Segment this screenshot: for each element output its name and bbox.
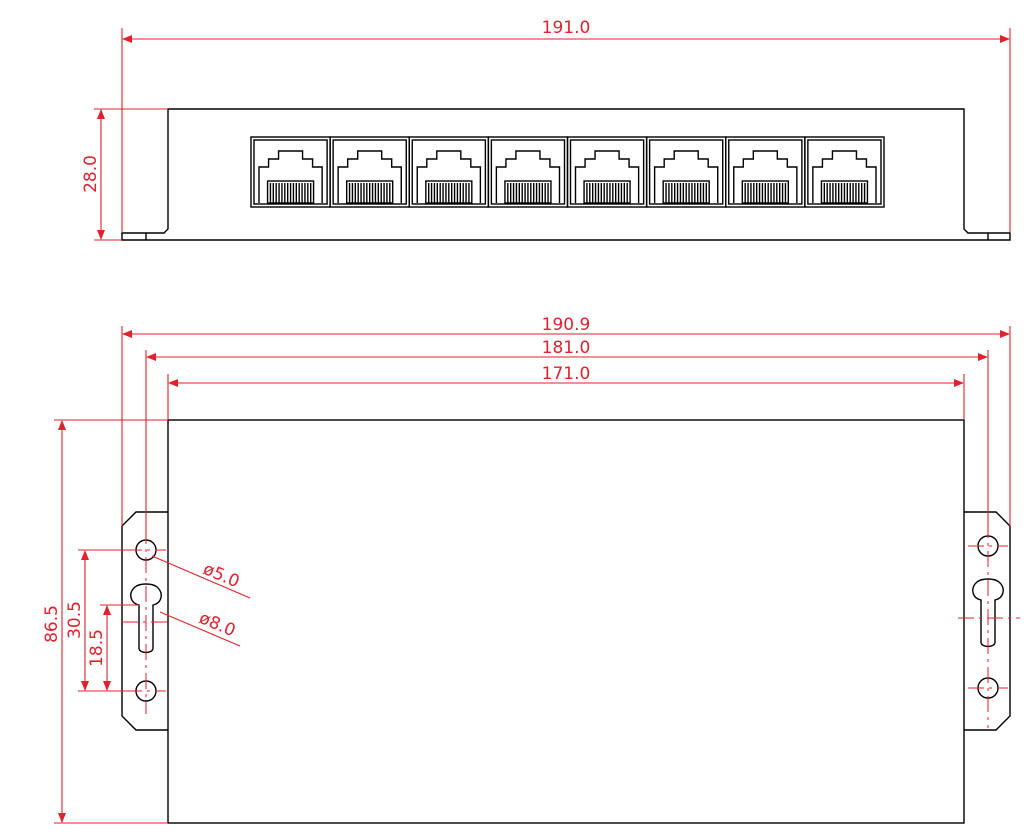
right-keyhole — [972, 578, 1004, 648]
front-height-label: 28.0 — [81, 155, 101, 193]
rj45-port-icon — [329, 136, 410, 208]
rj45-port-icon — [408, 136, 490, 208]
front-view: 191.0 28.0 — [81, 18, 1011, 241]
front-enclosure-outline — [121, 108, 1011, 241]
depth-label: 86.5 — [42, 605, 62, 643]
right-mounting-ear — [964, 511, 1011, 731]
front-width-label: 191.0 — [542, 18, 591, 38]
rj45-port-icon — [487, 136, 569, 208]
rj45-port-icon — [645, 136, 727, 208]
rj45-port-icon — [804, 136, 885, 208]
rj45-port-icon — [725, 136, 806, 208]
outer-hole-spacing-label: 30.5 — [65, 601, 85, 639]
inner-hole-spacing-label: 18.5 — [87, 629, 107, 667]
small-hole-label: ø5.0 — [200, 559, 242, 592]
body-width-label: 171.0 — [542, 364, 591, 384]
keyhole-leader — [159, 611, 241, 647]
hole-pitch-label: 181.0 — [542, 338, 591, 358]
overall-width-label: 190.9 — [542, 315, 591, 335]
rj45-port-icon — [566, 136, 648, 208]
top-enclosure-body — [167, 419, 965, 824]
left-keyhole — [130, 583, 162, 654]
top-view: 190.9 181.0 171.0 86.5 30.5 18.5 ø5.0 ø8… — [42, 315, 1020, 824]
rj45-port-block — [250, 136, 885, 208]
small-hole-leader — [151, 555, 251, 599]
rj45-port-icon — [250, 136, 331, 208]
left-mounting-ear — [121, 511, 168, 731]
